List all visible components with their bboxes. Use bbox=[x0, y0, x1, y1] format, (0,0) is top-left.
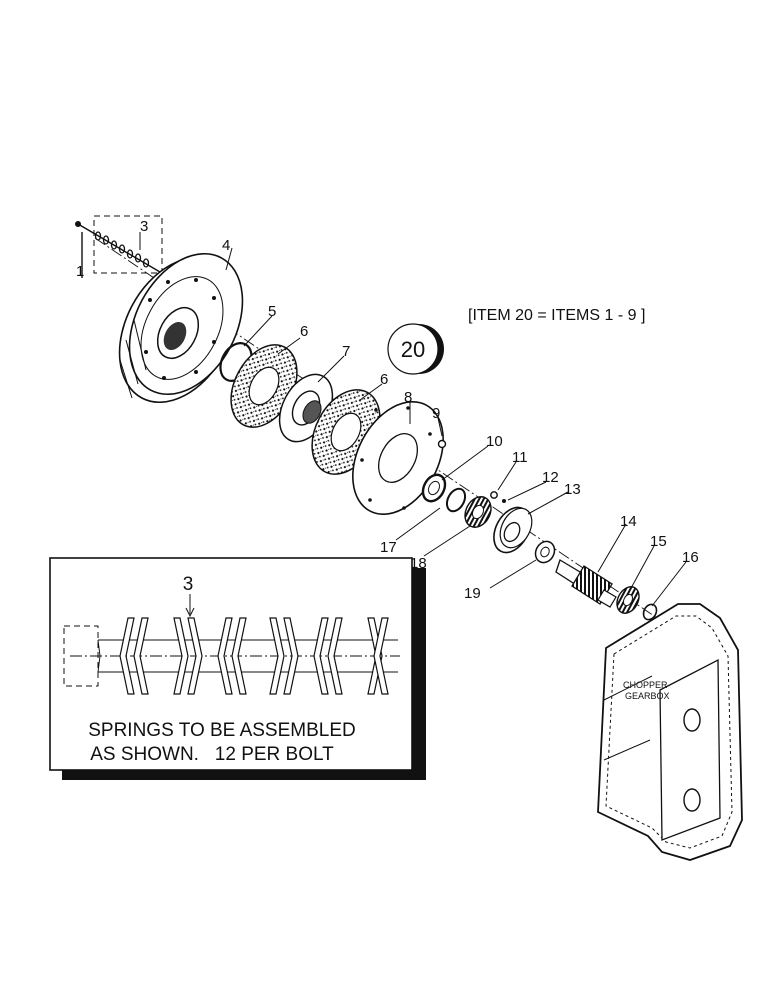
set-screw bbox=[502, 499, 506, 503]
inset-text-line2: AS SHOWN. 12 PER BOLT bbox=[90, 744, 334, 765]
callout-17: 17 bbox=[380, 539, 397, 556]
spring-assembly-inset: 3 SPRINGS TO BE ASSEMBLED AS SHOWN. 12 P… bbox=[49, 557, 426, 780]
callout-3: 3 bbox=[140, 218, 148, 235]
callout-6b: 6 bbox=[380, 371, 388, 388]
hex-nut bbox=[534, 540, 556, 564]
inset-text-line1: SPRINGS TO BE ASSEMBLED bbox=[88, 720, 356, 741]
callout-7: 7 bbox=[342, 343, 350, 360]
assembly-badge-label: 20 bbox=[401, 337, 425, 362]
assembly-badge: 20 bbox=[387, 323, 444, 375]
callout-18: 18 bbox=[410, 555, 427, 572]
gearbox-label-line1: CHOPPER bbox=[623, 680, 668, 690]
callout-1: 1 bbox=[76, 263, 84, 280]
chopper-gearbox: CHOPPER GEARBOX bbox=[597, 603, 743, 861]
callout-16: 16 bbox=[682, 549, 699, 566]
nut bbox=[437, 439, 447, 449]
circlip bbox=[642, 603, 658, 621]
callout-9: 9 bbox=[432, 405, 440, 422]
callout-12: 12 bbox=[542, 469, 559, 486]
bearing bbox=[421, 473, 447, 503]
shaft-bearing bbox=[616, 586, 640, 614]
callout-10: 10 bbox=[486, 433, 503, 450]
friction-disc-1 bbox=[230, 344, 298, 428]
bolt-with-springs bbox=[75, 215, 163, 278]
washer bbox=[490, 491, 498, 499]
drive-hub bbox=[493, 506, 533, 554]
flywheel bbox=[118, 252, 244, 404]
retaining-ring bbox=[445, 487, 467, 513]
pinion-shaft bbox=[555, 559, 617, 608]
spring-washers bbox=[119, 617, 389, 695]
callout-4: 4 bbox=[222, 237, 230, 254]
callout-leaders bbox=[139, 232, 687, 607]
callout-6a: 6 bbox=[300, 323, 308, 340]
callout-13: 13 bbox=[564, 481, 581, 498]
callout-19: 19 bbox=[464, 585, 481, 602]
callout-15: 15 bbox=[650, 533, 667, 550]
callout-5: 5 bbox=[268, 303, 276, 320]
needle-bearing bbox=[464, 496, 492, 528]
inset-callout: 3 bbox=[183, 574, 194, 595]
item-note: [ITEM 20 = ITEMS 1 - 9 ] bbox=[468, 307, 645, 324]
gearbox-label-line2: GEARBOX bbox=[625, 691, 670, 701]
callout-11: 11 bbox=[512, 449, 528, 466]
callout-8: 8 bbox=[404, 389, 412, 406]
callout-14: 14 bbox=[620, 513, 637, 530]
